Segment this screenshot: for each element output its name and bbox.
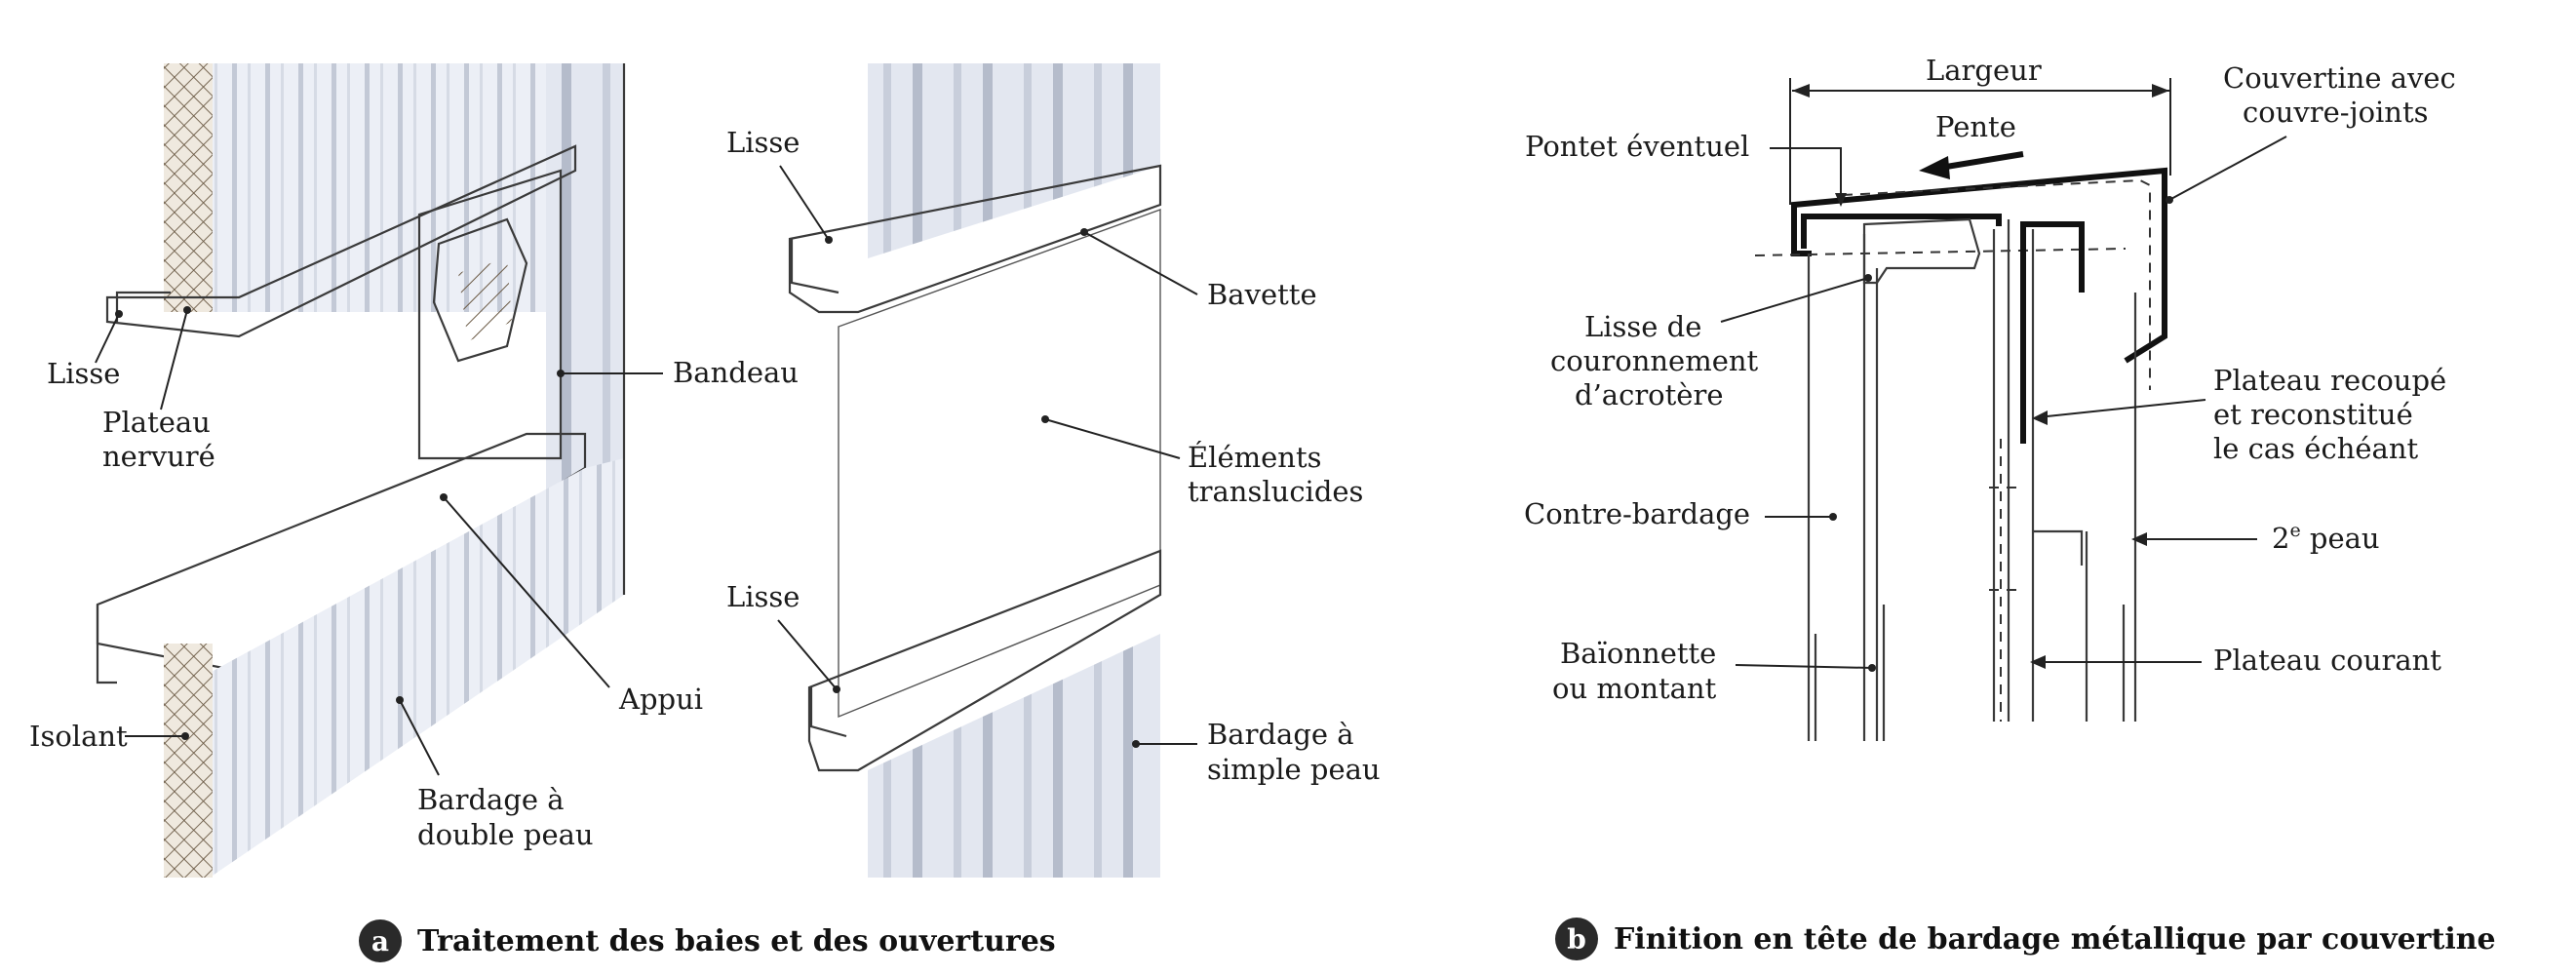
label-bandeau: Bandeau [673,356,799,389]
caption-b: Finition en tête de bardage métallique p… [1614,922,2496,957]
label-lisse-right-bottom: Lisse [726,580,800,613]
lintel-lisse [105,144,577,338]
caption-a: Traitement des baies et des ouvertures [417,924,1056,958]
label-deuxieme-peau: 2e peau [2272,520,2380,555]
label-couvertine-line1: Couvertine avec [2223,61,2456,95]
label-elements-line1: Éléments [1188,440,1321,474]
badge-a [359,919,402,962]
label-isolant: Isolant [29,720,128,753]
label-baionnette-line1: Baïonnette [1560,637,1716,670]
label-lisse-couronnement-line2: couronnement [1550,344,1759,377]
panel-a-caption: a Traitement des baies et des ouvertures [359,919,1056,962]
label-bardage-simple-line2: simple peau [1207,753,1381,786]
badge-b-letter: b [1567,923,1586,956]
label-elements-line2: translucides [1188,475,1363,508]
label-contre-bardage: Contre-bardage [1524,497,1750,530]
panel-b-drawing [1754,78,2171,741]
panel-a-drawing-right [788,63,1162,878]
panel-a-drawing-left [96,63,626,878]
bavette [788,164,1162,314]
plateau-recoupe [2020,221,2085,444]
label-bardage-double-line2: double peau [417,818,594,851]
label-lisse-couronnement-line3: d’acrotère [1575,378,1723,411]
label-pontet: Pontet éventuel [1525,130,1749,163]
label-plateau-recoupe-line1: Plateau recoupé [2213,364,2446,397]
translucent-elements [838,209,1161,719]
panel-b-caption: b Finition en tête de bardage métallique… [1555,918,2496,960]
lisse-couronnement [1862,217,1981,285]
label-largeur: Largeur [1926,54,2042,87]
label-plateau-recoupe-line3: le cas échéant [2213,432,2418,465]
label-couvertine-line2: couvre-joints [2243,96,2429,129]
label-lisse-top: Lisse [47,357,120,390]
label-plateau-courant: Plateau courant [2213,644,2441,677]
lower-simple-cladding [868,634,1160,878]
label-plateau-recoupe-line2: et reconstitué [2213,398,2413,431]
upper-simple-cladding [868,63,1160,258]
couvre-joint-dashed [1842,178,2151,390]
label-plateau-line1: Plateau [102,406,211,439]
label-pente: Pente [1935,110,2016,143]
pontet [1801,214,2002,249]
label-lisse-right-top: Lisse [726,126,800,159]
label-lisse-couronnement-line1: Lisse de [1584,310,1701,343]
label-bardage-double-line1: Bardage à [417,783,565,816]
panel-a-labels: Lisse Plateau nervuré Bandeau Isolant Ap… [29,126,1381,851]
pente-arrow [1939,151,2024,171]
lower-lisse [807,549,1162,772]
label-bardage-simple-line1: Bardage à [1207,718,1354,751]
label-baionnette-line2: ou montant [1552,672,1717,705]
badge-b [1555,918,1598,960]
bandeau-box [417,169,563,460]
lower-cladding [210,458,624,878]
couvertine [1791,167,2167,364]
label-bavette: Bavette [1207,278,1317,311]
panel-b-labels: Largeur Pente Couvertine avec couvre-joi… [1524,54,2456,705]
label-plateau-line2: nervuré [102,440,215,473]
badge-a-letter: a [371,925,389,957]
label-appui: Appui [618,683,703,716]
